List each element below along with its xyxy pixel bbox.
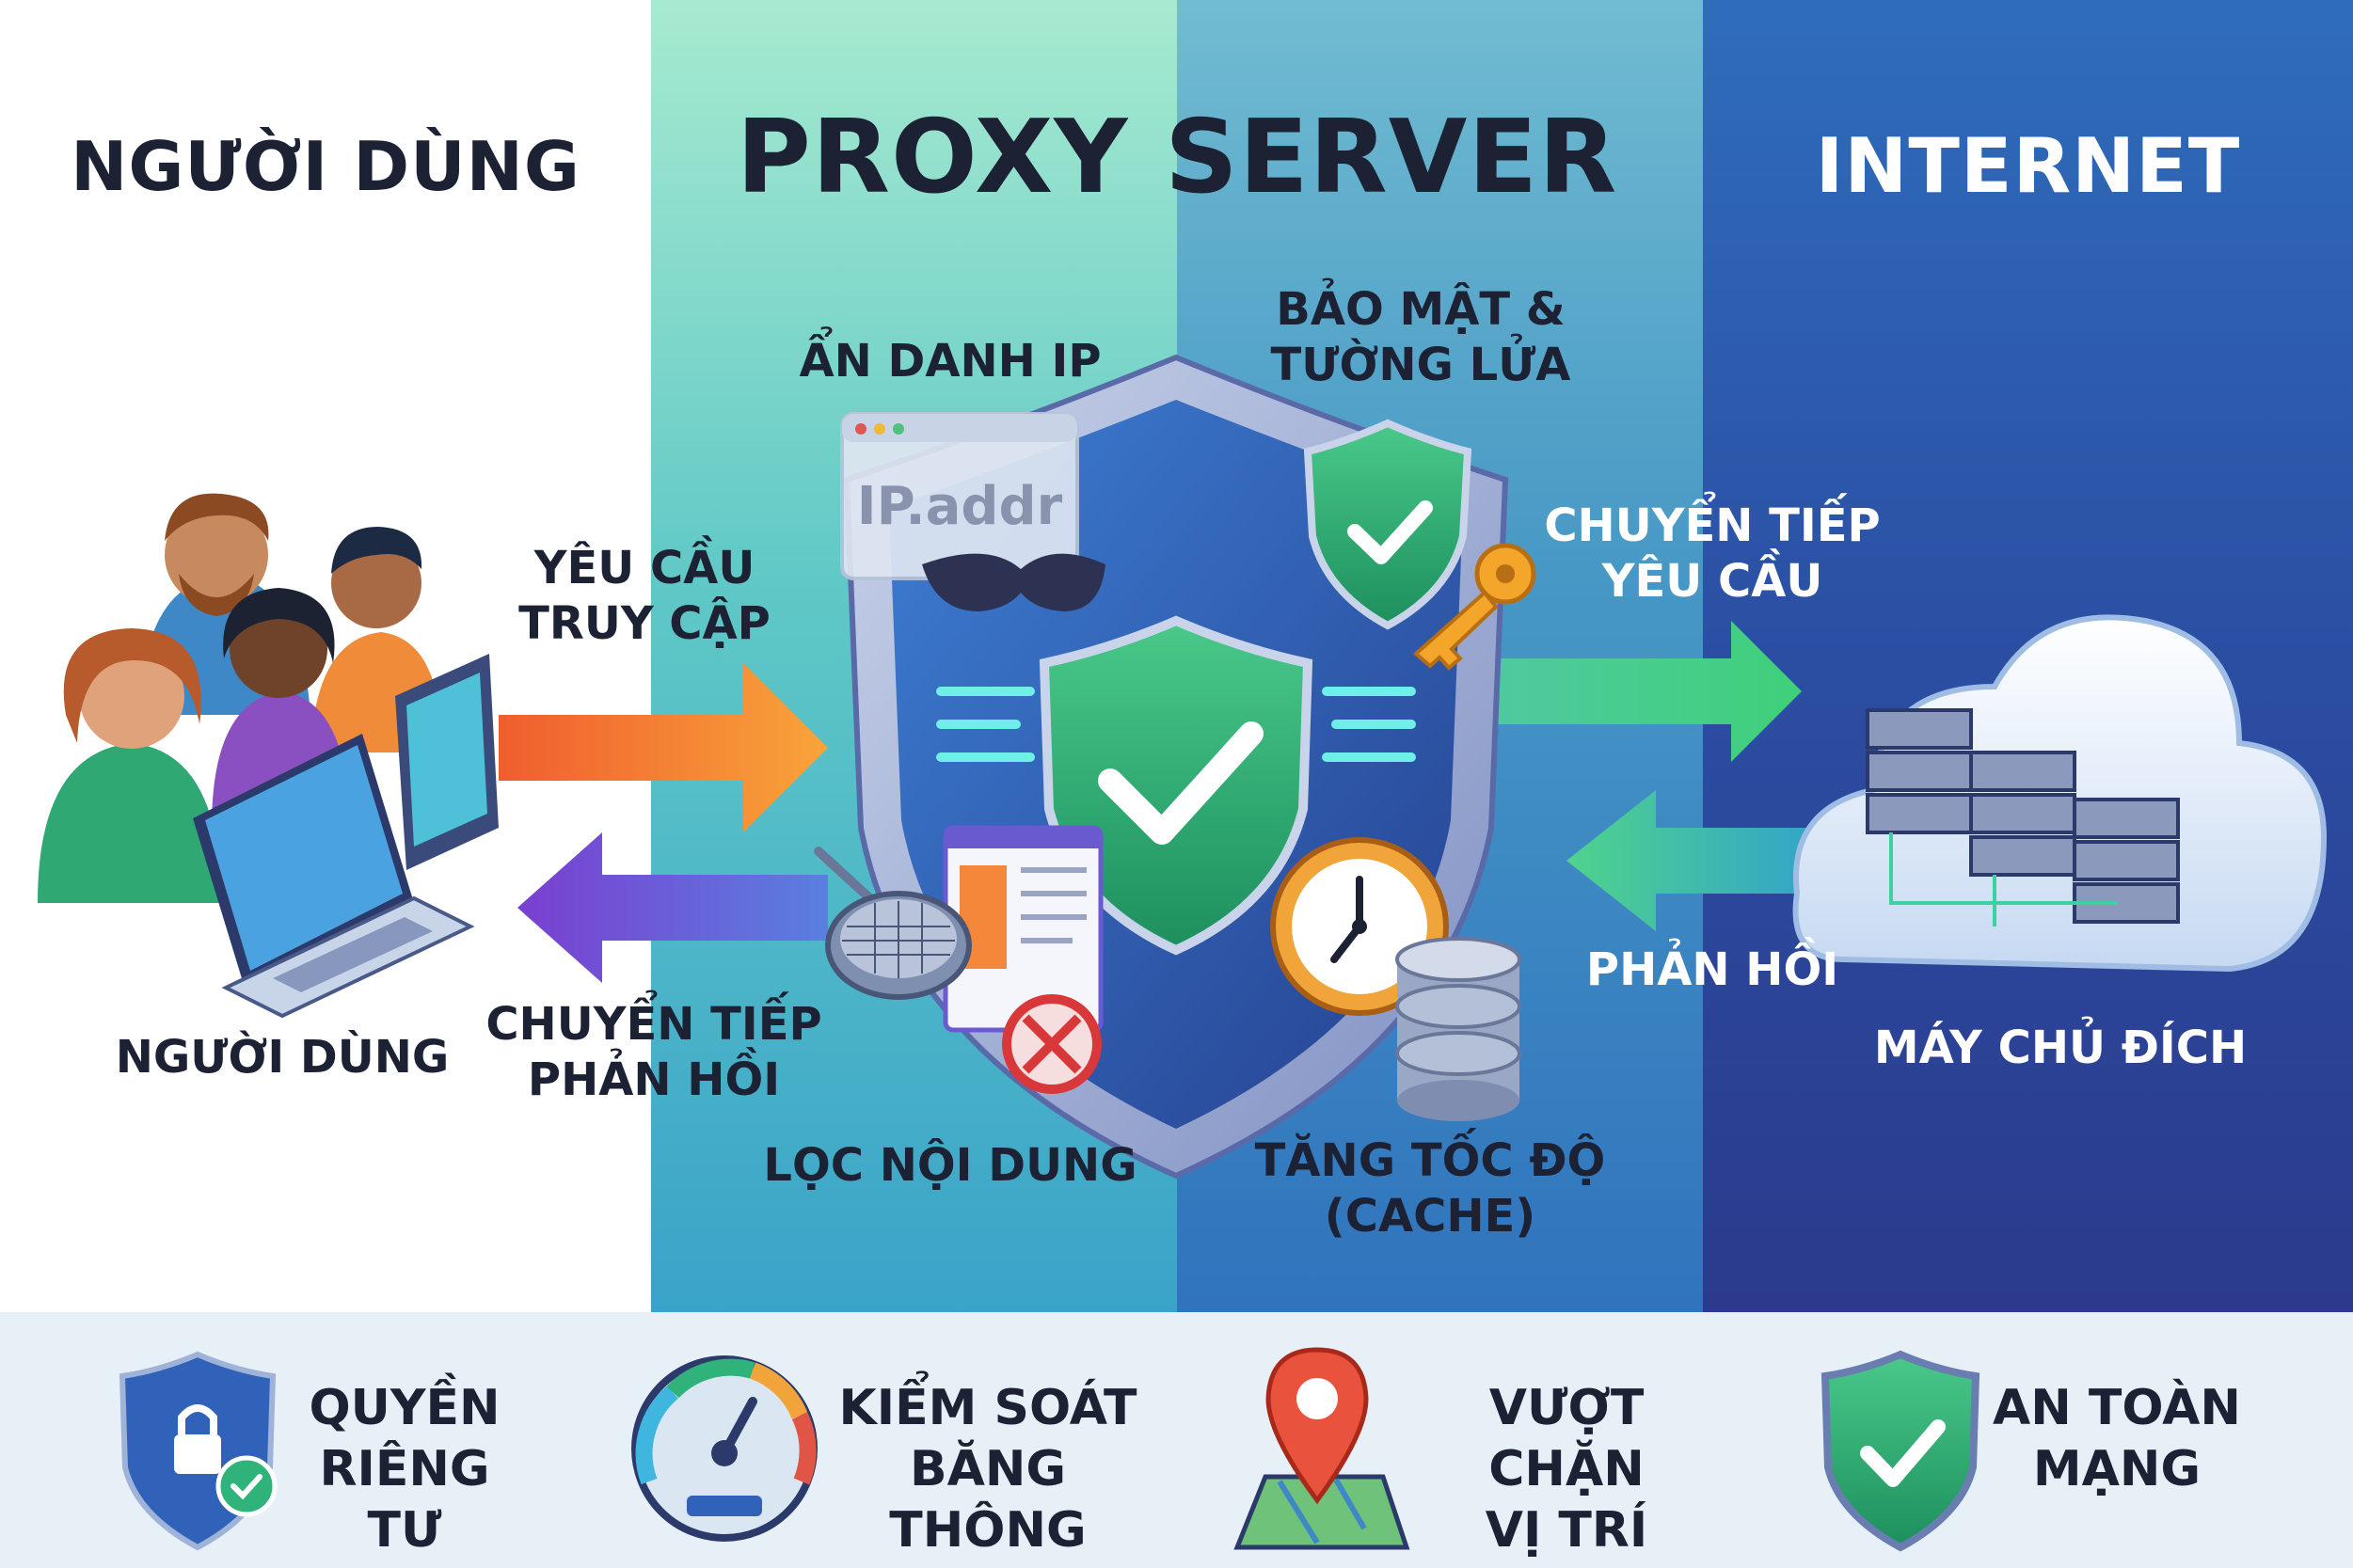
user-header: NGƯỜI DÙNG xyxy=(71,127,580,206)
server-rack-icon xyxy=(2073,798,2180,924)
request-arrow xyxy=(499,663,828,832)
laptop-icon xyxy=(193,734,475,1019)
cloud-servers-icon xyxy=(1792,614,2328,973)
anonymize-ip-label: ẨN DANH IP xyxy=(799,335,1102,388)
server-rack-icon xyxy=(1866,708,1973,834)
lock-shield-icon xyxy=(119,1351,278,1551)
response-back-arrow xyxy=(1566,790,1844,931)
internet-header: INTERNET xyxy=(1815,122,2241,210)
content-filter-icon xyxy=(814,825,1104,1094)
forward-response-label: CHUYỂN TIẾP PHẢN HỒI xyxy=(485,998,822,1106)
key-icon xyxy=(1412,543,1536,671)
users-group-icon xyxy=(38,493,499,1019)
forward-request-arrow xyxy=(1496,621,1802,762)
feature-icons xyxy=(119,1347,1980,1552)
ip-addr-text: IP.addr xyxy=(856,476,1063,537)
response-arrow xyxy=(517,832,828,983)
content-filter-label: LỌC NỘI DUNG xyxy=(763,1139,1137,1192)
destination-server-label: MÁY CHỦ ĐÍCH xyxy=(1873,1022,2248,1074)
server-rack-icon xyxy=(1969,751,2076,877)
speedometer-icon xyxy=(631,1355,818,1542)
feature-bandwidth: KIỂM SOÁT BĂNG THÔNG xyxy=(838,1380,1137,1559)
tablet-icon xyxy=(395,654,499,870)
check-shield-icon xyxy=(1820,1350,1980,1552)
feature-privacy: QUYỀN RIÊNG TƯ xyxy=(309,1380,501,1559)
forward-request-label: CHUYỂN TIẾP YÊU CẦU xyxy=(1544,499,1881,608)
response-label: PHẢN HỒI xyxy=(1585,943,1839,996)
speed-cache-label: TĂNG TỐC ĐỘ (CACHE) xyxy=(1254,1134,1606,1243)
feature-network-safety: AN TOÀN MẠNG xyxy=(1993,1380,2241,1497)
diagram-graphics xyxy=(38,354,2328,1180)
map-pin-icon xyxy=(1233,1347,1410,1550)
proxy-header: PROXY SERVER xyxy=(736,99,1618,216)
mask-icon xyxy=(922,553,1105,611)
feature-bar: QUYỀN RIÊNG TƯ KIỂM SOÁT BĂNG THÔNG VƯỢT… xyxy=(0,1312,2353,1568)
request-access-label: YÊU CẦU TRUY CẬP xyxy=(518,542,771,650)
ip-browser-window-icon xyxy=(840,412,1079,580)
security-firewall-label: BẢO MẬT & TƯỜNG LỬA xyxy=(1270,283,1571,391)
firewall-shield-icon xyxy=(1303,419,1472,630)
database-icon xyxy=(1395,937,1521,1121)
user-caption: NGƯỜI DÙNG xyxy=(115,1031,450,1084)
feature-geo-unblock: VƯỢT CHẶN VỊ TRÍ xyxy=(1485,1380,1648,1559)
